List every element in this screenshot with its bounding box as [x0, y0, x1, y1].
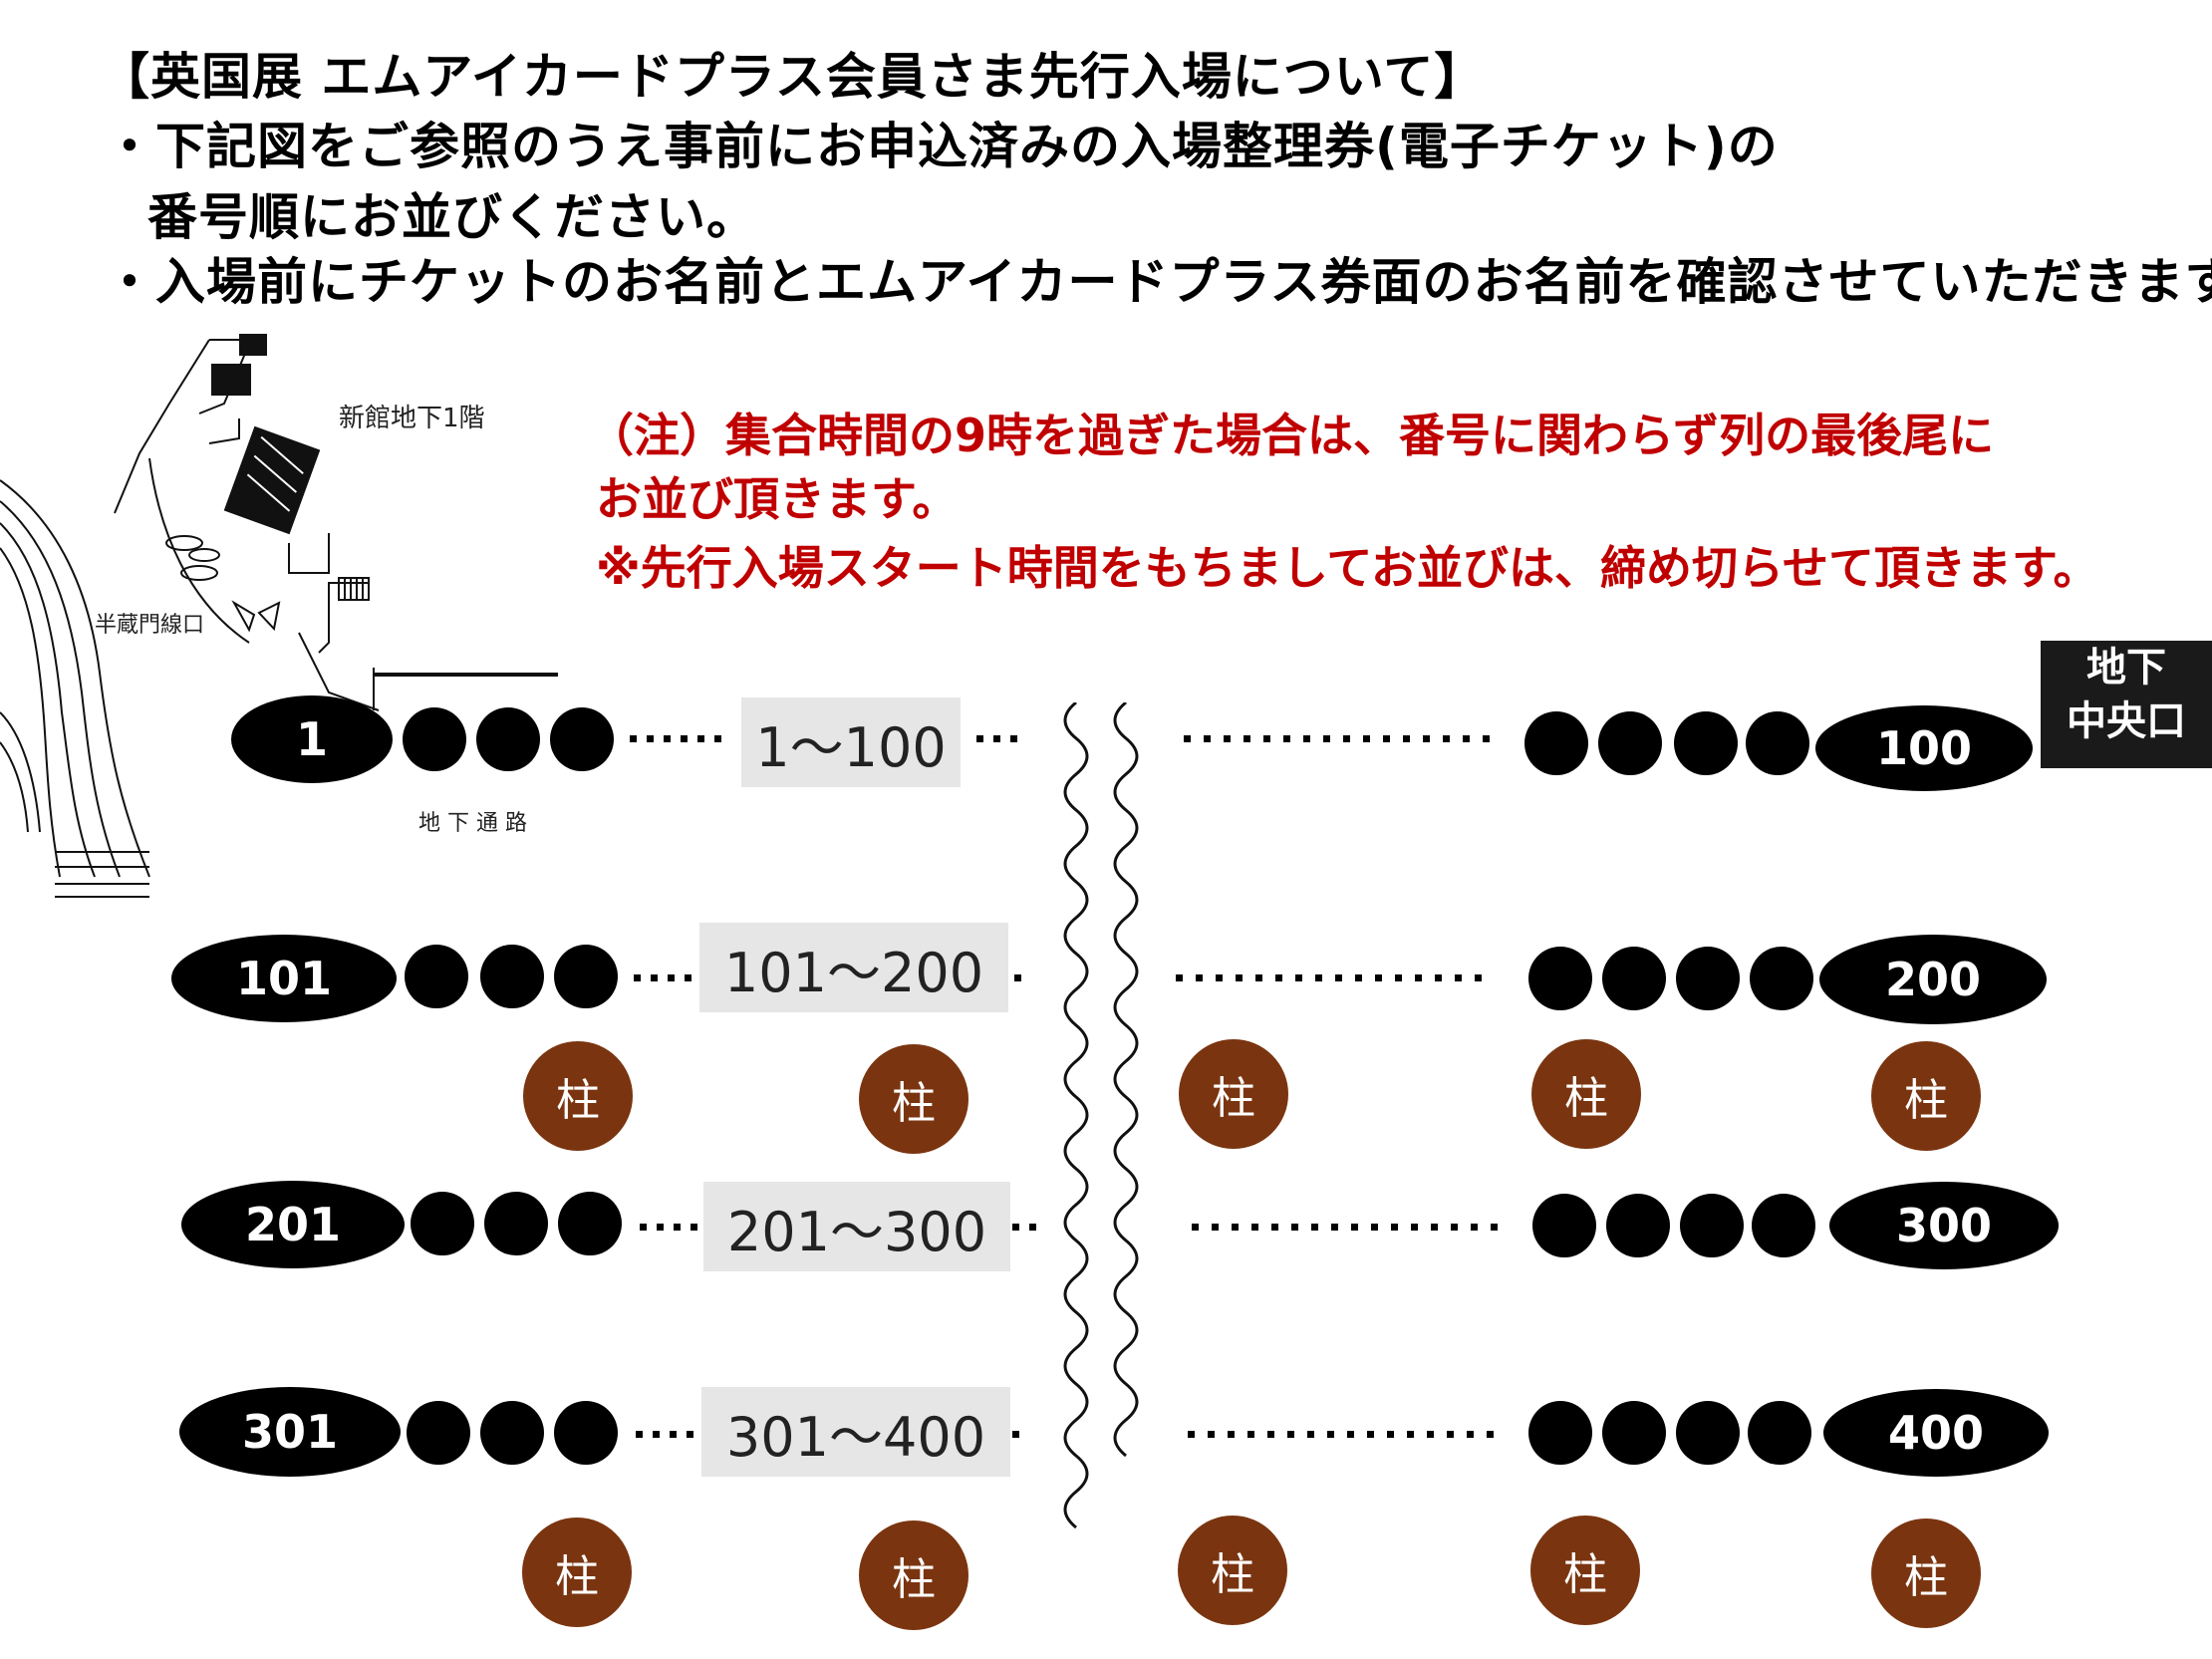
pillar-marker: 柱 [522, 1518, 632, 1627]
queue-start-badge: 201 [181, 1181, 405, 1268]
queue-person [1750, 947, 1813, 1010]
queue-dotted-line [1014, 974, 1034, 984]
break-line-left [1063, 702, 1089, 1529]
queue-person [1752, 1194, 1815, 1257]
queue-dotted-line [976, 735, 1036, 745]
queue-dotted-line [1184, 735, 1493, 745]
queue-person [480, 1401, 544, 1465]
queue-person [407, 1401, 470, 1465]
queue-range-label: 301～400 [701, 1387, 1010, 1477]
pillar-marker: 柱 [859, 1044, 968, 1154]
exit-line-1: 地下 [2086, 645, 2166, 691]
queue-dotted-line [634, 974, 693, 984]
queue-start-badge: 301 [179, 1387, 401, 1477]
pillar-marker: 柱 [1530, 1516, 1640, 1625]
queue-person [1676, 1401, 1740, 1465]
instruction-line-2: 番号順にお並びください。 [147, 188, 757, 246]
instruction-line-1: ・下記図をご参照のうえ事前にお申込済みの入場整理券(電子チケット)の [105, 118, 1779, 175]
queue-dotted-line [1176, 974, 1495, 984]
queue-range-label: 201～300 [703, 1182, 1010, 1271]
queue-person [1532, 1194, 1596, 1257]
queue-person [484, 1192, 548, 1255]
floor-label: 新館地下1階 [339, 404, 485, 433]
break-lines [1063, 702, 1139, 1529]
queue-person [1602, 1401, 1666, 1465]
queue-start-badge: 1 [231, 695, 393, 783]
queue-person [1606, 1194, 1670, 1257]
page-title: 【英国展 エムアイカードプラス会員さま先行入場について】 [100, 48, 1486, 106]
queue-person [1746, 711, 1809, 775]
queue-range-label: 1～100 [741, 697, 961, 787]
queue-person [1598, 711, 1662, 775]
queue-person [1528, 1401, 1592, 1465]
queue-person [411, 1192, 474, 1255]
pillar-marker: 柱 [1179, 1039, 1288, 1149]
pillar-marker: 柱 [1531, 1039, 1641, 1149]
pillar-marker: 柱 [1871, 1041, 1981, 1151]
queue-dotted-line [640, 1224, 699, 1234]
queue-person [1676, 947, 1740, 1010]
queue-person [476, 707, 540, 771]
passage-label: 地 下 通 路 [418, 811, 527, 836]
break-line-right [1113, 702, 1139, 1458]
queue-person [554, 945, 618, 1008]
exit-label: 地下 中央口 [2041, 641, 2212, 768]
queue-person [554, 1401, 618, 1465]
queue-dotted-line [1192, 1224, 1501, 1234]
floor-map [0, 334, 558, 898]
queue-dotted-line [1012, 1224, 1042, 1234]
pillar-marker: 柱 [859, 1521, 968, 1630]
pillar-marker: 柱 [523, 1041, 633, 1151]
queue-person [403, 707, 466, 771]
notice-line-3: ※先行入場スタート時間をもちましてお並びは、締め切らせて頂きます。 [596, 541, 2099, 595]
queue-person [1680, 1194, 1744, 1257]
pillar-marker: 柱 [1871, 1519, 1981, 1628]
queue-end-badge: 400 [1823, 1389, 2049, 1477]
queue-end-badge: 300 [1829, 1182, 2059, 1269]
queue-person [1528, 947, 1592, 1010]
queue-end-badge: 100 [1815, 705, 2033, 791]
queue-person [1674, 711, 1738, 775]
queue-person [1748, 1401, 1811, 1465]
exit-line-2: 中央口 [2067, 698, 2186, 744]
pillar-marker: 柱 [1178, 1516, 1287, 1625]
queue-person [558, 1192, 622, 1255]
notice-line-1: （注）集合時間の9時を過ぎた場合は、番号に関わらず列の最後尾に [588, 409, 1995, 462]
notice-line-2: お並び頂きます。 [596, 472, 959, 526]
queue-person [405, 945, 468, 1008]
queue-dotted-line [1012, 1431, 1032, 1441]
queue-dotted-line [636, 1431, 695, 1441]
queue-start-badge: 101 [171, 935, 397, 1022]
queue-person [550, 707, 614, 771]
queue-person [480, 945, 544, 1008]
line-entrance-label: 半蔵門線口 [95, 613, 205, 638]
queue-person [1602, 947, 1666, 1010]
queue-dotted-line [630, 735, 729, 745]
instruction-line-3: ・入場前にチケットのお名前とエムアイカードプラス券面のお名前を確認させていただき… [105, 253, 2212, 311]
queue-dotted-line [1188, 1431, 1497, 1441]
queue-range-label: 101～200 [699, 923, 1008, 1012]
queue-person [1524, 711, 1588, 775]
queue-end-badge: 200 [1819, 935, 2047, 1024]
